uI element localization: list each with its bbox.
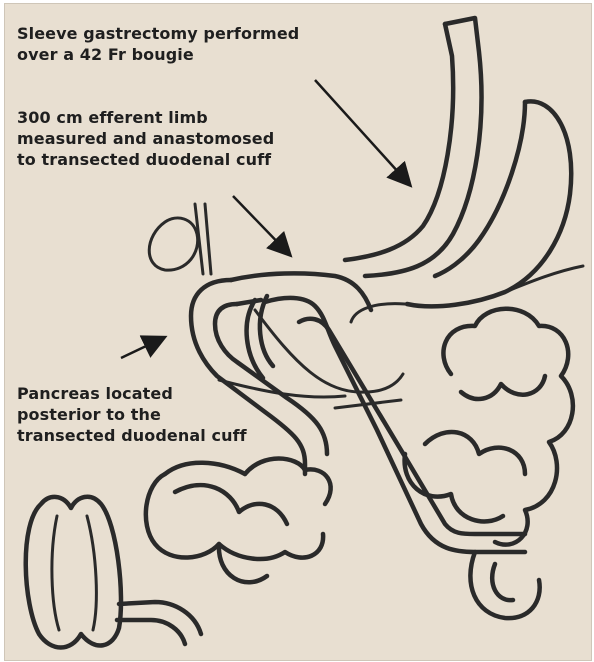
sleeve-line-1: Sleeve gastrectomy performed — [17, 23, 299, 44]
sleeve-annotation: Sleeve gastrectomy performed over a 42 F… — [17, 23, 299, 65]
right-bowel-cluster — [405, 309, 573, 618]
limb-line-2: measured and anastomosed — [17, 128, 274, 149]
sleeve-stomach — [345, 18, 583, 322]
diagram-canvas: Sleeve gastrectomy performed over a 42 F… — [4, 3, 592, 661]
small-bowel — [146, 459, 331, 583]
arrow-sleeve — [315, 80, 409, 184]
arrow-limb — [233, 196, 289, 254]
colon — [26, 497, 201, 648]
gallbladder — [149, 204, 211, 274]
sleeve-line-2: over a 42 Fr bougie — [17, 44, 299, 65]
pancreas-annotation: Pancreas located posterior to the transe… — [17, 383, 247, 446]
limb-annotation: 300 cm efferent limb measured and anasto… — [17, 107, 274, 170]
pancreas-line-1: Pancreas located — [17, 383, 247, 404]
limb-line-3: to transected duodenal cuff — [17, 149, 274, 170]
pancreas-line-2: posterior to the — [17, 404, 247, 425]
pancreas-line-3: transected duodenal cuff — [17, 425, 247, 446]
anatomy-drawing — [5, 4, 591, 660]
limb-line-1: 300 cm efferent limb — [17, 107, 274, 128]
arrow-pancreas — [121, 338, 163, 358]
